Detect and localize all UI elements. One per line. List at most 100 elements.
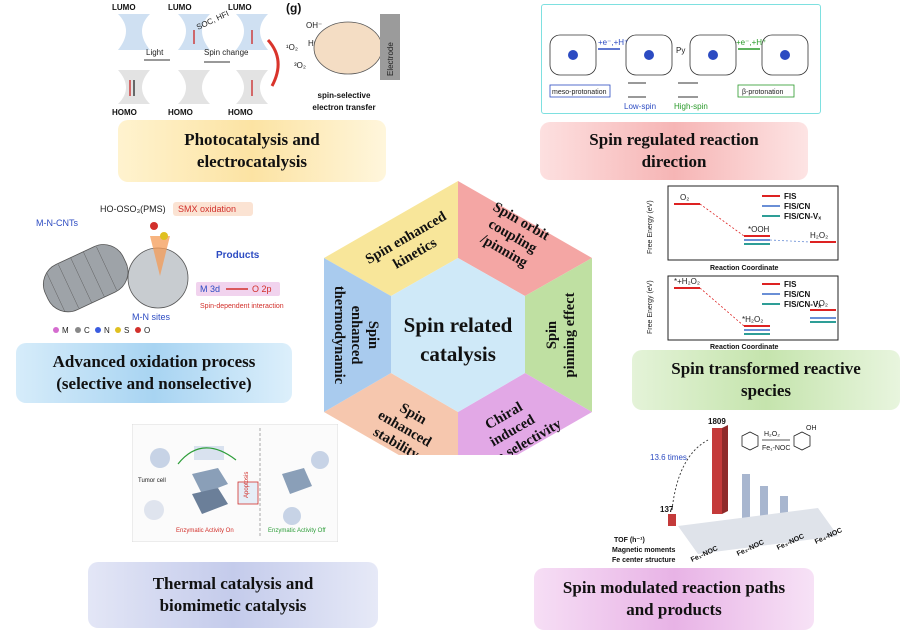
o2p-label: O 2p	[252, 284, 272, 294]
panel-g-label: (g)	[286, 1, 301, 15]
h2o2-label: H₂O₂	[764, 431, 780, 438]
enzymatic-on-label: Enzymatic Activity On	[176, 528, 234, 534]
central-hexagon: Spin related catalysis Spin enhanced kin…	[324, 181, 592, 455]
legend-s: S	[124, 326, 129, 335]
category-thermal: Thermal catalysis and biomimetic catalysi…	[88, 562, 378, 628]
top-label-o2: O₂	[680, 193, 689, 202]
m3d-label: M 3d	[200, 284, 220, 294]
lumo-label-2: LUMO	[168, 3, 192, 12]
low-spin-label: Low-spin	[624, 102, 656, 111]
bottom-xlabel: Reaction Coordinate	[710, 344, 779, 350]
top-label-ooh: *OOH	[748, 225, 770, 234]
bottom-ylabel: Free Energy (eV)	[647, 280, 654, 334]
value-137: 137	[660, 505, 674, 514]
light-label: Light	[146, 48, 164, 57]
legend-c: C	[84, 326, 90, 335]
caption-line2: electron transfer	[312, 103, 375, 112]
bottom-label-o2: ¹O₂	[816, 299, 828, 308]
soc-label: SOC, HFI	[195, 9, 230, 32]
homo-label-2: HOMO	[168, 108, 193, 117]
paths-panel: 1809 13.6 times 137 TOF (h⁻¹) Magnetic m…	[612, 417, 843, 564]
category-direction: Spin regulated reaction direction	[540, 122, 808, 180]
sector-pinning-label-2: pinning effect	[562, 292, 578, 377]
spin-change-label: Spin change	[204, 48, 249, 57]
pms-label: HO-OSO₃(PMS)	[100, 204, 166, 214]
electrode-label: Electrode	[386, 42, 395, 76]
meso-label: meso-protonation	[552, 89, 607, 96]
bottom-label-start: *+H₂O₂	[674, 277, 700, 286]
category-species: Spin transformed reactive species	[632, 350, 900, 410]
legend-n: N	[104, 326, 110, 335]
fe-center-label: Fe center structure	[612, 557, 676, 564]
sector-thermo	[324, 258, 391, 412]
py-label: Py	[676, 46, 685, 55]
top-ylabel: Free Energy (eV)	[647, 200, 654, 254]
center-hexagon	[391, 258, 525, 412]
triplet-o2-label: ³O₂	[294, 61, 306, 70]
sector-chiral	[458, 373, 592, 455]
times-label: 13.6 times	[650, 453, 687, 462]
category-paths-line1: Spin modulated reaction paths	[562, 578, 786, 597]
category-species-line1: Spin transformed reactive	[671, 359, 861, 378]
sector-thermo-label-1: Spin	[365, 321, 381, 349]
bottom-legend-3: FIS/CN-Vₓ	[784, 300, 821, 309]
thermal-panel: Tumor cell Apoptosis Enzymatic Activity …	[132, 424, 338, 542]
enzymatic-off-label: Enzymatic Activity Off	[268, 528, 326, 534]
category-direction-line1: Spin regulated reaction	[589, 130, 759, 149]
category-species-line2: species	[740, 381, 792, 400]
bottom-legend-2: FIS/CN	[784, 290, 810, 299]
top-legend-1: FIS	[784, 192, 797, 201]
category-thermal-line1: Thermal catalysis and	[152, 574, 314, 593]
species-panel: Free Energy (eV) Reaction Coordinate O₂ …	[647, 185, 839, 350]
tof-label: TOF (h⁻¹)	[614, 537, 645, 544]
sector-kinetics	[324, 181, 458, 296]
category-aop: Advanced oxidation process (selective and…	[16, 343, 292, 403]
sector-pinning-label-1: Spin	[544, 321, 560, 349]
sector-thermo-label-3: thermodynamic	[331, 286, 347, 385]
interaction-label: Spin-dependent interaction	[200, 303, 284, 310]
direction-panel: +e⁻,+H⁺ +e⁻,+H⁺ Py meso-protonation β-pr…	[541, 4, 821, 114]
category-paths-line2: and products	[626, 600, 722, 619]
homo-label-1: HOMO	[112, 108, 137, 117]
category-photocatalysis-line2: electrocatalysis	[196, 152, 308, 171]
singlet-o2-label: ¹O₂	[286, 43, 298, 52]
category-photocatalysis-line1: Photocatalysis and	[184, 130, 320, 149]
category-photocatalysis: Photocatalysis and electrocatalysis	[118, 120, 386, 182]
aop-panel: M-N-CNTs HO-OSO₃(PMS) SMX oxidation Prod…	[36, 202, 284, 335]
tumor-label: Tumor cell	[138, 478, 166, 484]
category-direction-line2: direction	[641, 152, 707, 171]
center-title-line1: Spin related	[404, 313, 513, 337]
legend-m: M	[62, 326, 69, 335]
smx-label: SMX oxidation	[178, 204, 236, 214]
high-spin-label: High-spin	[674, 102, 708, 111]
value-1809: 1809	[708, 417, 726, 426]
bottom-label-h2o2: *H₂O₂	[742, 315, 763, 324]
sector-pinning	[525, 258, 592, 412]
sector-thermo-label-2: enhanced	[348, 306, 364, 365]
category-paths: Spin modulated reaction paths and product…	[534, 568, 814, 630]
oh-label: OH	[806, 425, 817, 432]
caption-line1: spin-selective	[318, 91, 371, 100]
homo-label-3: HOMO	[228, 108, 253, 117]
sector-soc	[458, 181, 592, 296]
photo-panel: LUMO LUMO LUMO Light Spin change SOC, HF…	[112, 1, 400, 117]
category-thermal-line2: biomimetic catalysis	[159, 596, 307, 615]
top-legend-3: FIS/CN-Vₓ	[784, 212, 821, 221]
center-title-line2: catalysis	[420, 342, 496, 366]
right-arrow-label: +e⁻,+H⁺	[736, 38, 766, 47]
lumo-label-3: LUMO	[228, 3, 252, 12]
beta-label: β-protonation	[742, 89, 783, 96]
fe1noc-label: Fe₁-NOC	[762, 445, 790, 452]
legend-o: O	[144, 326, 150, 335]
top-legend-2: FIS/CN	[784, 202, 810, 211]
top-xlabel: Reaction Coordinate	[710, 265, 779, 272]
category-aop-line1: Advanced oxidation process	[52, 352, 256, 371]
category-aop-line2: (selective and nonselective)	[56, 374, 252, 393]
sites-label: M-N sites	[132, 312, 170, 322]
apoptosis-label: Apoptosis	[244, 472, 250, 498]
left-arrow-label: +e⁻,+H⁺	[598, 38, 628, 47]
cnts-label: M-N-CNTs	[36, 218, 78, 228]
lumo-label-1: LUMO	[112, 3, 136, 12]
oh-label: OH⁻	[306, 21, 322, 30]
